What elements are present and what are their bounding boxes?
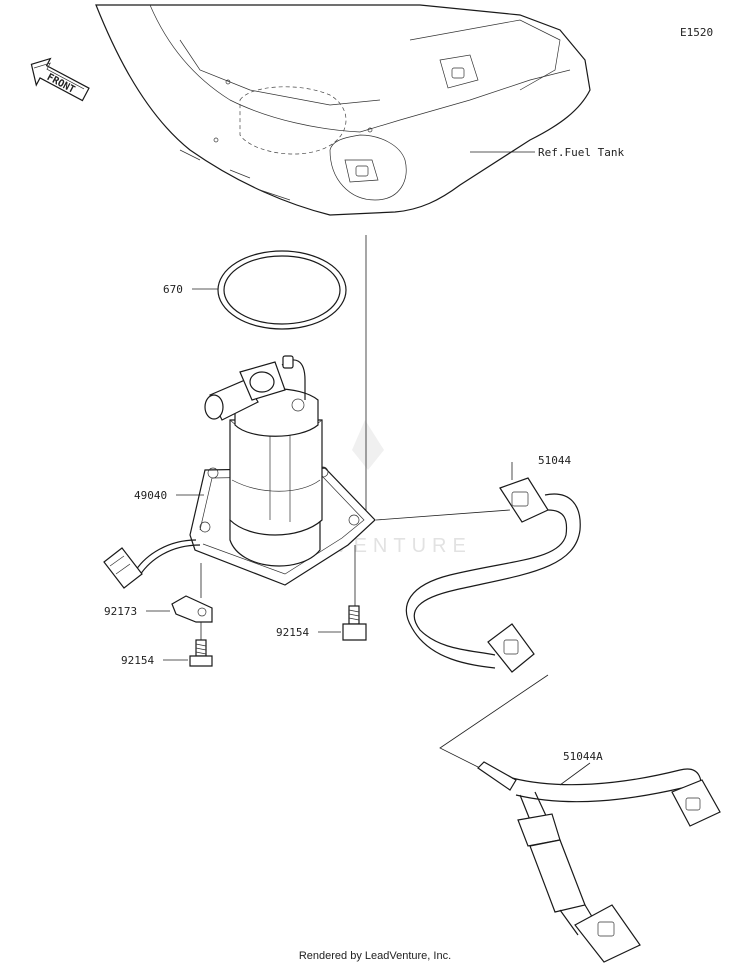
callout-92154-left: 92154 bbox=[121, 654, 154, 667]
fuel-pump-assembly bbox=[103, 355, 376, 589]
callout-49040: 49040 bbox=[134, 489, 167, 502]
callout-51044A: 51044A bbox=[563, 750, 603, 763]
bolt-left bbox=[189, 639, 213, 667]
footer-credit: Rendered by LeadVenture, Inc. bbox=[298, 950, 452, 962]
callout-670: 670 bbox=[163, 283, 183, 296]
gasket-ring bbox=[217, 250, 347, 330]
callout-92173: 92173 bbox=[104, 605, 137, 618]
bracket bbox=[171, 595, 213, 623]
front-arrow-icon: FRONT bbox=[30, 57, 90, 102]
bolt-right bbox=[342, 605, 367, 641]
fuel-tank-ref-label: Ref.Fuel Tank bbox=[538, 146, 624, 159]
diagram-code: E1520 bbox=[680, 26, 713, 39]
fuel-hose-51044A bbox=[477, 761, 721, 963]
fuel-tank bbox=[95, 4, 591, 216]
fuel-hose-51044 bbox=[405, 477, 581, 673]
callout-51044: 51044 bbox=[538, 454, 571, 467]
callout-92154-right: 92154 bbox=[276, 626, 309, 639]
